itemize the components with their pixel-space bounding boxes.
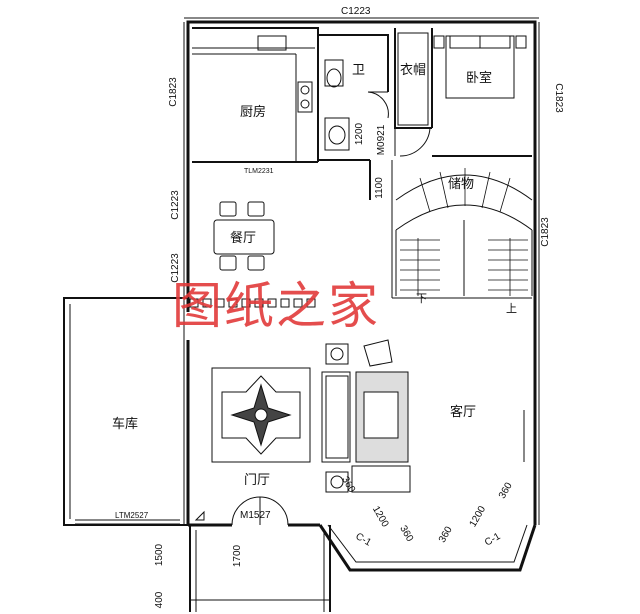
dim-1200-b: 1200: [370, 504, 391, 529]
garage-label: 车库: [112, 416, 138, 432]
bay-label-right: C-1: [483, 531, 503, 549]
foyer-label: 门厅: [244, 473, 270, 488]
dim-400: 400: [154, 591, 165, 608]
garage-walls: [63, 297, 188, 526]
stair-down-label: 下: [416, 292, 427, 305]
outer-walls: [183, 17, 540, 612]
dim-door-m0921: M0921: [376, 124, 387, 155]
dim-1200-c: 1200: [468, 504, 489, 529]
dining-label: 餐厅: [230, 230, 256, 246]
dim-left-window-2: C1223: [170, 190, 181, 220]
dim-left-window-3: C1223: [170, 253, 181, 283]
dim-1100: 1100: [374, 177, 385, 199]
dim-entry-door: M1527: [240, 510, 271, 521]
kitchen-label: 厨房: [240, 104, 266, 120]
dim-garage-door: LTM2527: [115, 511, 149, 520]
bay-label-left: C-1: [354, 531, 374, 549]
dim-360-d: 360: [497, 480, 515, 500]
stair-treads: [400, 168, 528, 296]
dashed-line: [189, 298, 316, 308]
bedroom-label: 卧室: [466, 70, 492, 86]
dim-360-c: 360: [437, 524, 455, 544]
dim-1500: 1500: [154, 543, 165, 566]
dim-top-window: C1223: [341, 6, 371, 17]
dim-left-window-1: C1823: [168, 77, 179, 107]
dim-right-window-2: C1823: [540, 217, 551, 247]
bathroom-label: 卫: [352, 63, 365, 78]
dim-1200-a: 1200: [354, 122, 365, 145]
doors: [194, 496, 289, 526]
stair-up-label: 上: [506, 302, 517, 315]
wardrobe-label: 衣帽: [400, 62, 426, 78]
dim-360-b: 360: [397, 524, 415, 544]
dining-furniture: [213, 201, 275, 271]
storage-label: 储物: [448, 177, 474, 192]
foyer-medallion: [211, 367, 311, 463]
dim-right-window-1: C1823: [553, 83, 564, 113]
interior-walls: [192, 27, 533, 299]
dim-1700: 1700: [232, 544, 243, 567]
dim-kitchen-door: TLM2231: [244, 168, 274, 175]
living-furniture: [321, 339, 525, 493]
watermark: 图纸之家: [172, 277, 380, 335]
room-labels: 厨房 卫 衣帽 卧室 储物 餐厅 车库 客厅 门厅 下 上: [112, 62, 517, 488]
living-label: 客厅: [450, 404, 476, 420]
